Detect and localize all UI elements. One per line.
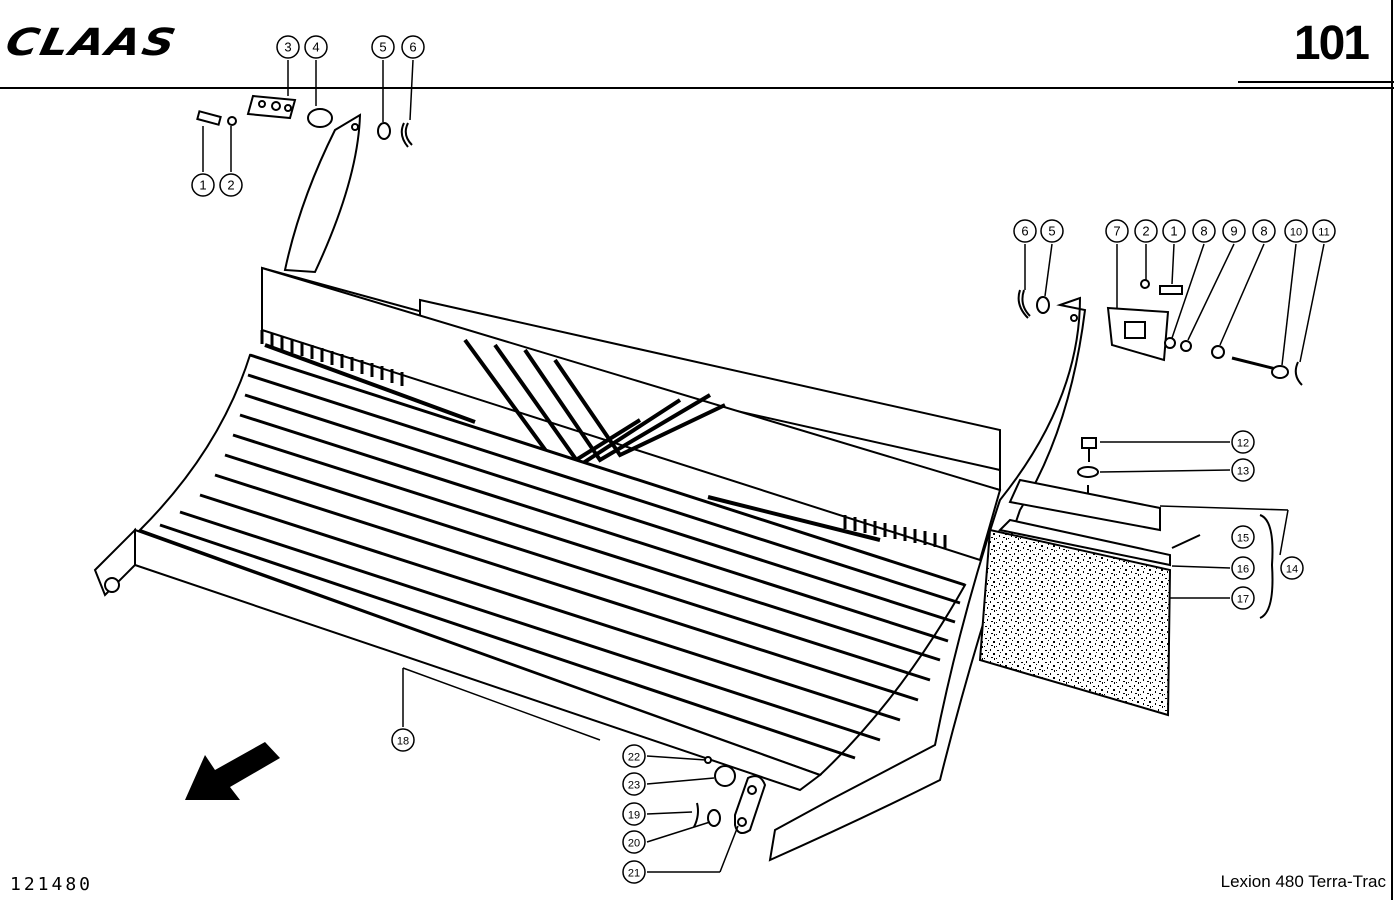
callout-label: 6 bbox=[1021, 224, 1028, 239]
callout-12: 12 bbox=[1231, 430, 1255, 454]
callout-circle bbox=[622, 802, 646, 826]
callout-21: 21 bbox=[622, 860, 646, 884]
callout-circle bbox=[622, 744, 646, 768]
callout-label: 13 bbox=[1237, 466, 1249, 478]
callout-circle bbox=[1105, 219, 1129, 243]
callout-label: 20 bbox=[628, 838, 640, 850]
callout-label: 15 bbox=[1237, 533, 1249, 545]
callout-circle bbox=[1280, 556, 1304, 580]
callout-circle bbox=[1231, 525, 1255, 549]
callout-circle bbox=[401, 35, 425, 59]
callout-15: 15 bbox=[1231, 525, 1255, 549]
callout-circle bbox=[1312, 219, 1336, 243]
callout-5: 5 bbox=[371, 35, 395, 59]
callout-label: 23 bbox=[628, 780, 640, 792]
callout-label: 2 bbox=[227, 178, 234, 193]
callout-circle bbox=[304, 35, 328, 59]
left-hanger-arm bbox=[283, 113, 362, 274]
model-name: Lexion 480 Terra-Trac bbox=[1220, 872, 1386, 891]
page-number: 101 bbox=[1293, 17, 1370, 70]
leader-lines bbox=[202, 59, 1325, 873]
callout-8: 8 bbox=[1252, 219, 1276, 243]
callout-label: 3 bbox=[284, 40, 291, 55]
callout-circle bbox=[371, 35, 395, 59]
callout-circle bbox=[1231, 556, 1255, 580]
callout-label: 11 bbox=[1318, 227, 1329, 239]
callout-label: 2 bbox=[1142, 224, 1149, 239]
callout-22: 22 bbox=[622, 744, 646, 768]
callout-10: 10 bbox=[1284, 219, 1308, 243]
callout-label: 1 bbox=[1170, 224, 1177, 239]
callout-3: 3 bbox=[276, 35, 300, 59]
callout-circle bbox=[622, 830, 646, 854]
hardware-top-left bbox=[196, 94, 413, 148]
callout-5: 5 bbox=[1040, 219, 1064, 243]
callout-6: 6 bbox=[401, 35, 425, 59]
callout-label: 5 bbox=[1048, 224, 1055, 239]
seal-assembly bbox=[978, 437, 1274, 717]
callout-label: 18 bbox=[397, 736, 409, 748]
callout-label: 4 bbox=[312, 40, 319, 55]
callout-13: 13 bbox=[1231, 458, 1255, 482]
callout-label: 19 bbox=[628, 810, 640, 822]
callout-label: 8 bbox=[1260, 224, 1267, 239]
callout-7: 7 bbox=[1105, 219, 1129, 243]
callout-circle bbox=[1040, 219, 1064, 243]
callout-label: 22 bbox=[628, 752, 640, 764]
callout-17: 17 bbox=[1231, 586, 1255, 610]
callout-label: 21 bbox=[628, 868, 640, 880]
callout-circle bbox=[191, 173, 215, 197]
sieve-assembly bbox=[93, 266, 1002, 792]
callout-2: 2 bbox=[1134, 219, 1158, 243]
callout-19: 19 bbox=[622, 802, 646, 826]
callout-1: 1 bbox=[191, 173, 215, 197]
callout-6: 6 bbox=[1013, 219, 1037, 243]
callout-label: 8 bbox=[1200, 224, 1207, 239]
link-hardware bbox=[693, 756, 767, 835]
callout-label: 9 bbox=[1230, 224, 1237, 239]
hardware-top-right bbox=[1017, 279, 1303, 386]
callout-circle bbox=[1252, 219, 1276, 243]
callout-circle bbox=[1192, 219, 1216, 243]
callout-circle bbox=[622, 772, 646, 796]
callout-label: 12 bbox=[1237, 438, 1249, 450]
callout-23: 23 bbox=[622, 772, 646, 796]
callout-label: 16 bbox=[1237, 564, 1249, 576]
callout-circle bbox=[1231, 458, 1255, 482]
callout-label: 1 bbox=[199, 178, 206, 193]
callout-circle bbox=[622, 860, 646, 884]
callout-11: 11 bbox=[1312, 219, 1336, 243]
callout-18: 18 bbox=[391, 728, 415, 752]
drawing-number: 121480 bbox=[10, 874, 94, 895]
callout-circle bbox=[1134, 219, 1158, 243]
callout-label: 6 bbox=[409, 40, 416, 55]
callout-circle bbox=[276, 35, 300, 59]
callout-1: 1 bbox=[1162, 219, 1186, 243]
callout-2: 2 bbox=[219, 173, 243, 197]
callout-9: 9 bbox=[1222, 219, 1246, 243]
callout-circle bbox=[1222, 219, 1246, 243]
callout-20: 20 bbox=[622, 830, 646, 854]
callout-circle bbox=[1162, 219, 1186, 243]
callout-label: 17 bbox=[1237, 594, 1249, 606]
callout-circle bbox=[1284, 219, 1308, 243]
callout-14: 14 bbox=[1280, 556, 1304, 580]
callout-circle bbox=[1231, 430, 1255, 454]
callout-circle bbox=[219, 173, 243, 197]
callout-circle bbox=[1013, 219, 1037, 243]
callout-8: 8 bbox=[1192, 219, 1216, 243]
callout-circle bbox=[1231, 586, 1255, 610]
direction-arrow bbox=[185, 742, 280, 800]
callout-4: 4 bbox=[304, 35, 328, 59]
callout-16: 16 bbox=[1231, 556, 1255, 580]
callout-label: 10 bbox=[1290, 227, 1302, 239]
callout-circle bbox=[391, 728, 415, 752]
callout-label: 5 bbox=[379, 40, 386, 55]
callout-label: 7 bbox=[1113, 224, 1120, 239]
callout-label: 14 bbox=[1286, 564, 1298, 576]
